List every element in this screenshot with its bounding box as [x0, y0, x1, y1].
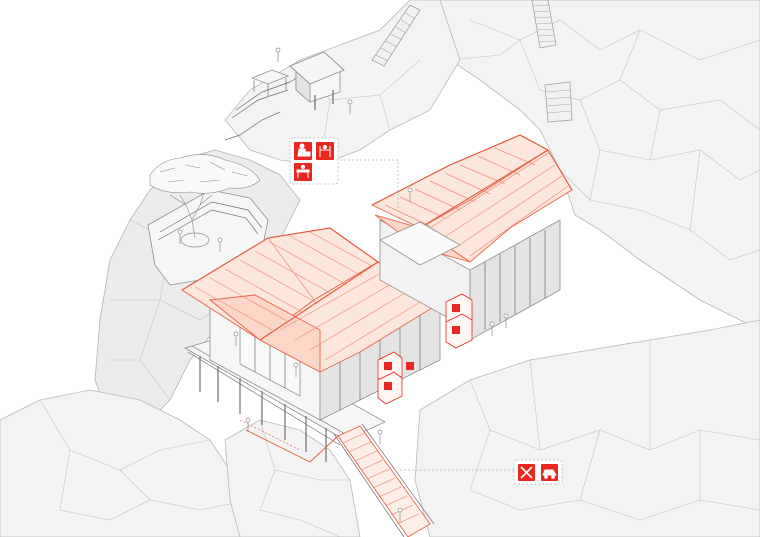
box-lower [377, 351, 414, 405]
small-shop-icon [406, 362, 414, 370]
pavilion-hut [250, 51, 345, 110]
upper-stairs [224, 0, 573, 141]
people [177, 47, 509, 522]
vehicle-icon [541, 464, 558, 481]
main-building-right [370, 134, 573, 341]
annotation-boxes [377, 293, 473, 405]
tools-repair-icon [518, 464, 535, 481]
cargo-carrying-icon [294, 142, 312, 160]
box-upper [445, 293, 473, 349]
small-shop-icon [452, 304, 460, 312]
small-shop-icon [452, 326, 460, 334]
small-shop-icon [384, 382, 392, 390]
market-stall-icon [294, 163, 312, 181]
callout-services [400, 459, 563, 485]
shelf-display-icon [316, 142, 334, 160]
small-shop-icon [384, 362, 392, 370]
callout-activities [289, 137, 399, 210]
